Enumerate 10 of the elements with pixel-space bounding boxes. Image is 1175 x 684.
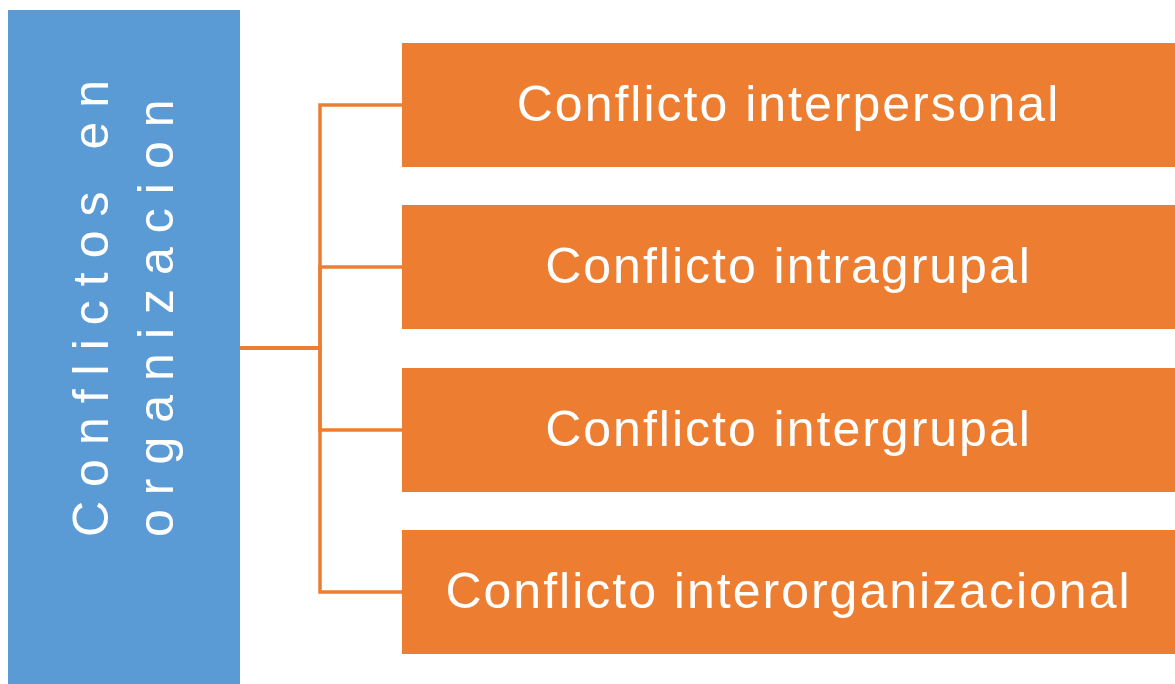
box-label: Conflicto interpersonal bbox=[516, 76, 1061, 134]
category-box bbox=[8, 10, 240, 684]
type-box bbox=[402, 368, 1175, 492]
box-label: Conflicto interorganizacional bbox=[445, 563, 1132, 621]
type-box bbox=[402, 530, 1175, 654]
box-label: Conflicto intragrupal bbox=[545, 238, 1032, 296]
box-label: Conflicto intergrupal bbox=[545, 401, 1032, 459]
vertical-title: Conflictos en organizacion bbox=[62, 64, 185, 539]
type-box bbox=[402, 205, 1175, 329]
type-box bbox=[402, 43, 1175, 167]
